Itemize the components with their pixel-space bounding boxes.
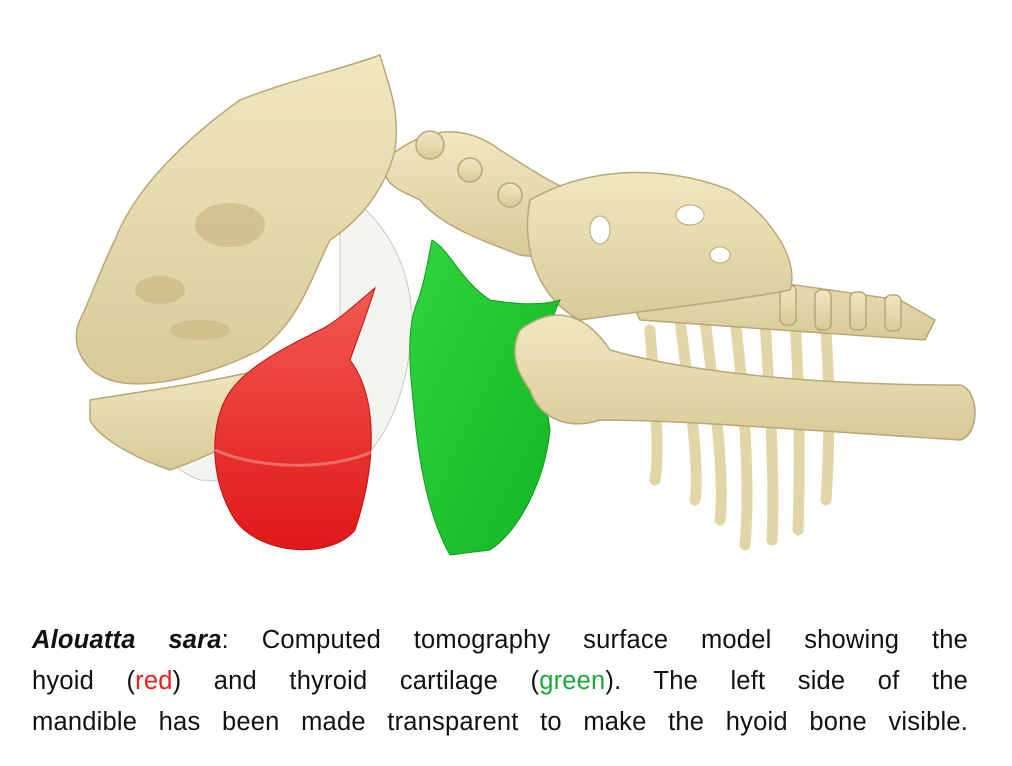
figure-caption: Alouatta sara: Computed tomography surfa… xyxy=(32,620,968,743)
caption-text: mandible has been made transparent to ma… xyxy=(32,708,968,736)
caption-line-3: mandible has been made transparent to ma… xyxy=(32,702,968,743)
green-label: green xyxy=(539,667,606,695)
ct-model-illustration xyxy=(75,54,976,556)
caption-line-2: hyoid (red) and thyroid cartilage (green… xyxy=(32,661,968,702)
caption-line-1: Alouatta sara: Computed tomography surfa… xyxy=(32,620,968,661)
caption-text: ) and thyroid cartilage ( xyxy=(172,667,540,695)
species-name: Alouatta sara xyxy=(32,626,222,654)
humerus xyxy=(514,314,976,441)
caption-text: hyoid ( xyxy=(32,667,136,695)
hyoid xyxy=(214,286,376,551)
scapula xyxy=(526,171,793,321)
ct-surface-model-figure xyxy=(75,54,976,556)
thyroid-cartilage xyxy=(409,239,561,556)
ribs xyxy=(644,314,835,551)
caption-text: ). The left side of the xyxy=(605,667,968,695)
red-label: red xyxy=(135,667,173,695)
caption-text: : Computed tomography surface model show… xyxy=(221,626,969,654)
